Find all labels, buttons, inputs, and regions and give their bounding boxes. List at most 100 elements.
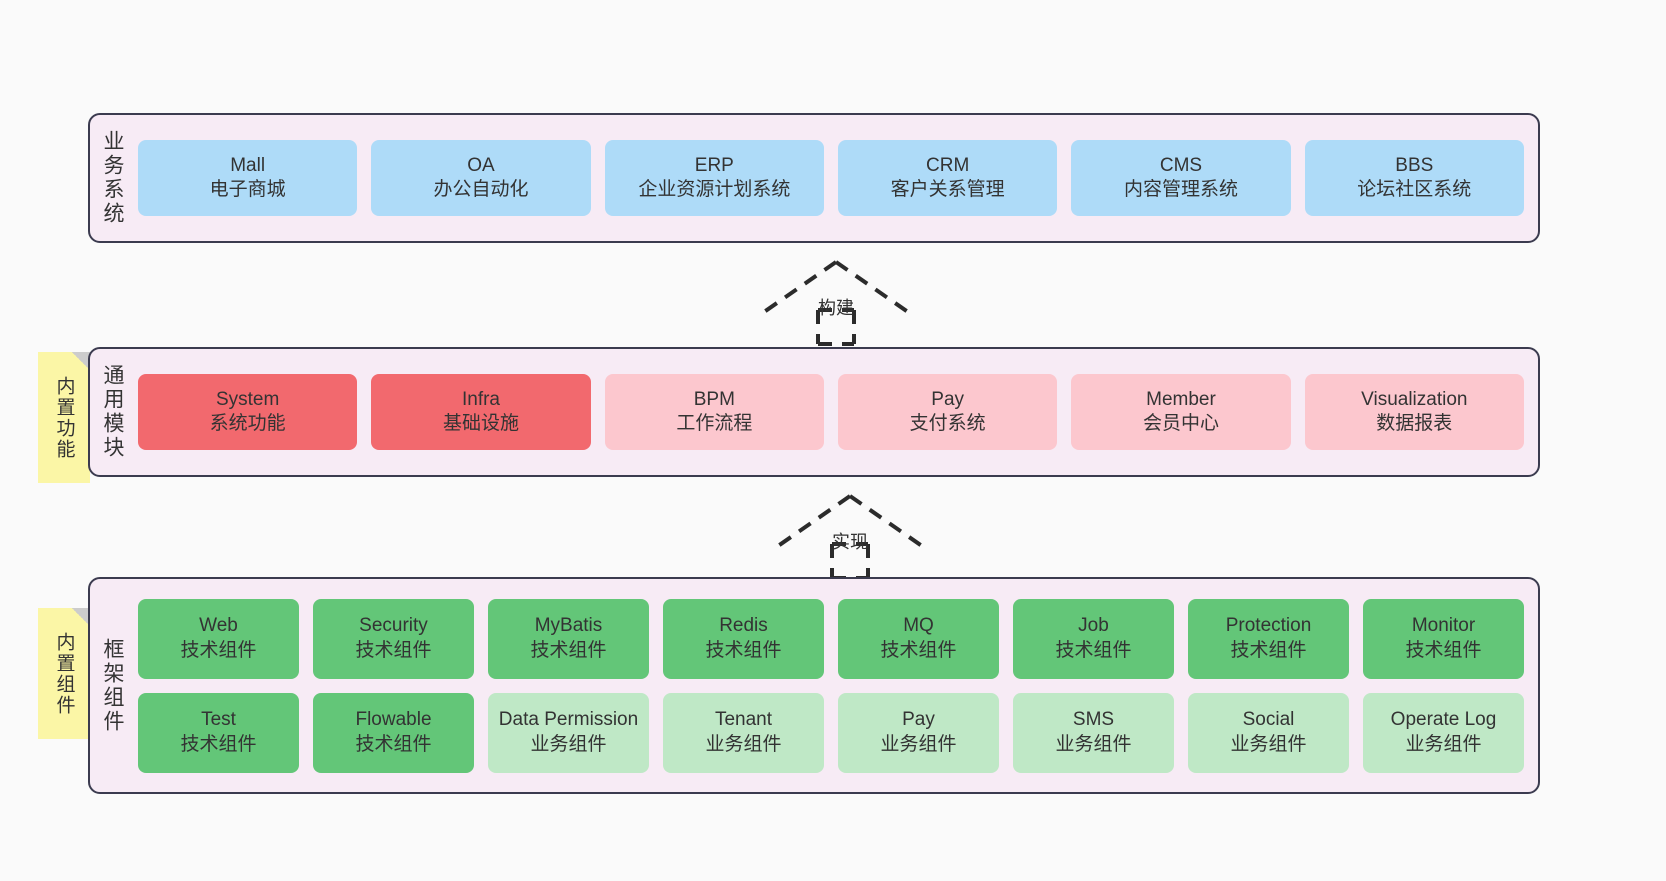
note-builtin-component: 内置组件 [38, 608, 90, 739]
card-title: Mall [230, 154, 266, 176]
card-subtitle: 业务组件 [1230, 733, 1307, 755]
card-pay-business[interactable]: Pay 业务组件 [838, 692, 999, 773]
card-erp[interactable]: ERP 企业资源计划系统 [604, 140, 824, 216]
card-cms[interactable]: CMS 内容管理系统 [1071, 140, 1291, 216]
card-member[interactable]: Member 会员中心 [1071, 374, 1291, 450]
card-redis[interactable]: Redis 技术组件 [663, 598, 824, 679]
card-subtitle: 支付系统 [909, 413, 986, 434]
card-subtitle: 技术组件 [180, 733, 257, 755]
arrow-implement: 实现 [770, 492, 930, 580]
card-social[interactable]: Social 业务组件 [1188, 692, 1349, 773]
card-tenant[interactable]: Tenant 业务组件 [663, 692, 824, 773]
card-title: MQ [903, 615, 934, 637]
card-bbs[interactable]: BBS 论坛社区系统 [1304, 140, 1524, 216]
card-subtitle: 技术组件 [530, 639, 607, 661]
card-title: CRM [926, 154, 970, 176]
card-pay[interactable]: Pay 支付系统 [837, 374, 1058, 450]
layer-framework-components: 框架组件 Web 技术组件 Security 技术组件 MyBatis 技术组件… [88, 577, 1540, 794]
card-mall[interactable]: Mall 电子商城 [138, 140, 358, 216]
card-oa[interactable]: OA 办公自动化 [371, 140, 591, 216]
card-title: Visualization [1361, 388, 1468, 410]
card-subtitle: 内容管理系统 [1123, 179, 1238, 200]
card-subtitle: 技术组件 [1230, 639, 1307, 661]
card-title: Monitor [1411, 615, 1476, 637]
card-title: Pay [931, 388, 965, 410]
card-title: CMS [1159, 154, 1203, 176]
card-subtitle: 论坛社区系统 [1357, 179, 1472, 200]
card-subtitle: 业务组件 [880, 733, 957, 755]
card-title: System [215, 388, 280, 410]
card-subtitle: 客户关系管理 [890, 179, 1005, 200]
card-web[interactable]: Web 技术组件 [138, 598, 299, 679]
layer-common-modules: 通用模块 System 系统功能 Infra 基础设施 BPM 工作流程 Pay… [88, 347, 1540, 477]
card-data-permission[interactable]: Data Permission 业务组件 [488, 692, 649, 773]
card-subtitle: 技术组件 [180, 639, 257, 661]
layer-title-business-system: 业务系统 [101, 130, 125, 226]
card-subtitle: 数据报表 [1376, 413, 1453, 434]
card-title: Social [1242, 709, 1295, 731]
card-subtitle: 业务组件 [1055, 733, 1132, 755]
card-flowable[interactable]: Flowable 技术组件 [313, 692, 474, 773]
card-subtitle: 技术组件 [880, 639, 957, 661]
card-title: Pay [902, 709, 935, 731]
card-title: Data Permission [498, 709, 639, 731]
card-test[interactable]: Test 技术组件 [138, 692, 299, 773]
card-row: Test 技术组件 Flowable 技术组件 Data Permission … [138, 692, 1524, 773]
card-subtitle: 工作流程 [676, 413, 753, 434]
card-subtitle: 业务组件 [530, 733, 607, 755]
note-label: 内置功能 [53, 375, 75, 460]
layer-title-common-modules: 通用模块 [101, 364, 125, 460]
note-builtin-function: 内置功能 [38, 352, 90, 483]
layer-title-framework-components: 框架组件 [101, 637, 125, 734]
arrow-head-lines [776, 494, 924, 548]
card-subtitle: 技术组件 [705, 639, 782, 661]
card-bpm[interactable]: BPM 工作流程 [604, 374, 824, 450]
card-title: Flowable [355, 709, 432, 731]
layer-body-common-modules: System 系统功能 Infra 基础设施 BPM 工作流程 Pay 支付系统… [134, 349, 1538, 475]
card-title: BPM [693, 388, 735, 410]
card-subtitle: 会员中心 [1142, 413, 1219, 434]
card-row: System 系统功能 Infra 基础设施 BPM 工作流程 Pay 支付系统… [138, 374, 1524, 450]
card-row: Web 技术组件 Security 技术组件 MyBatis 技术组件 Redi… [138, 598, 1524, 679]
card-title: Web [199, 615, 238, 637]
card-title: Job [1078, 615, 1109, 637]
card-infra[interactable]: Infra 基础设施 [371, 374, 591, 450]
card-mybatis[interactable]: MyBatis 技术组件 [488, 598, 649, 679]
card-title: SMS [1072, 709, 1115, 731]
card-subtitle: 技术组件 [1055, 639, 1132, 661]
arrow-build: 构建 [756, 258, 916, 346]
card-visualization[interactable]: Visualization 数据报表 [1304, 374, 1524, 450]
card-sms[interactable]: SMS 业务组件 [1013, 692, 1174, 773]
card-title: Security [359, 615, 428, 637]
card-system[interactable]: System 系统功能 [138, 374, 358, 450]
card-subtitle: 企业资源计划系统 [638, 179, 791, 200]
layer-body-business-system: Mall 电子商城 OA 办公自动化 ERP 企业资源计划系统 CRM 客户关系… [134, 115, 1538, 241]
card-monitor[interactable]: Monitor 技术组件 [1363, 598, 1524, 679]
arrow-label-build: 构建 [818, 298, 854, 318]
card-row: Mall 电子商城 OA 办公自动化 ERP 企业资源计划系统 CRM 客户关系… [138, 140, 1524, 216]
card-title: Member [1146, 388, 1216, 410]
card-title: OA [467, 154, 495, 176]
card-subtitle: 系统功能 [209, 413, 286, 434]
layer-body-framework-components: Web 技术组件 Security 技术组件 MyBatis 技术组件 Redi… [134, 579, 1538, 792]
card-job[interactable]: Job 技术组件 [1013, 598, 1174, 679]
card-subtitle: 办公自动化 [433, 179, 529, 200]
note-label: 内置组件 [53, 631, 75, 716]
card-title: Test [201, 709, 236, 731]
card-title: Redis [719, 615, 768, 637]
card-title: BBS [1395, 154, 1434, 176]
card-subtitle: 技术组件 [355, 639, 432, 661]
card-subtitle: 业务组件 [1405, 733, 1482, 755]
card-mq[interactable]: MQ 技术组件 [838, 598, 999, 679]
card-title: Tenant [714, 709, 773, 731]
card-operate-log[interactable]: Operate Log 业务组件 [1363, 692, 1524, 773]
card-subtitle: 电子商城 [209, 179, 286, 200]
card-subtitle: 技术组件 [355, 733, 432, 755]
card-security[interactable]: Security 技术组件 [313, 598, 474, 679]
arrow-head-lines [762, 260, 910, 314]
card-title: Operate Log [1390, 709, 1497, 731]
card-crm[interactable]: CRM 客户关系管理 [837, 140, 1058, 216]
card-protection[interactable]: Protection 技术组件 [1188, 598, 1349, 679]
card-subtitle: 基础设施 [442, 413, 519, 434]
